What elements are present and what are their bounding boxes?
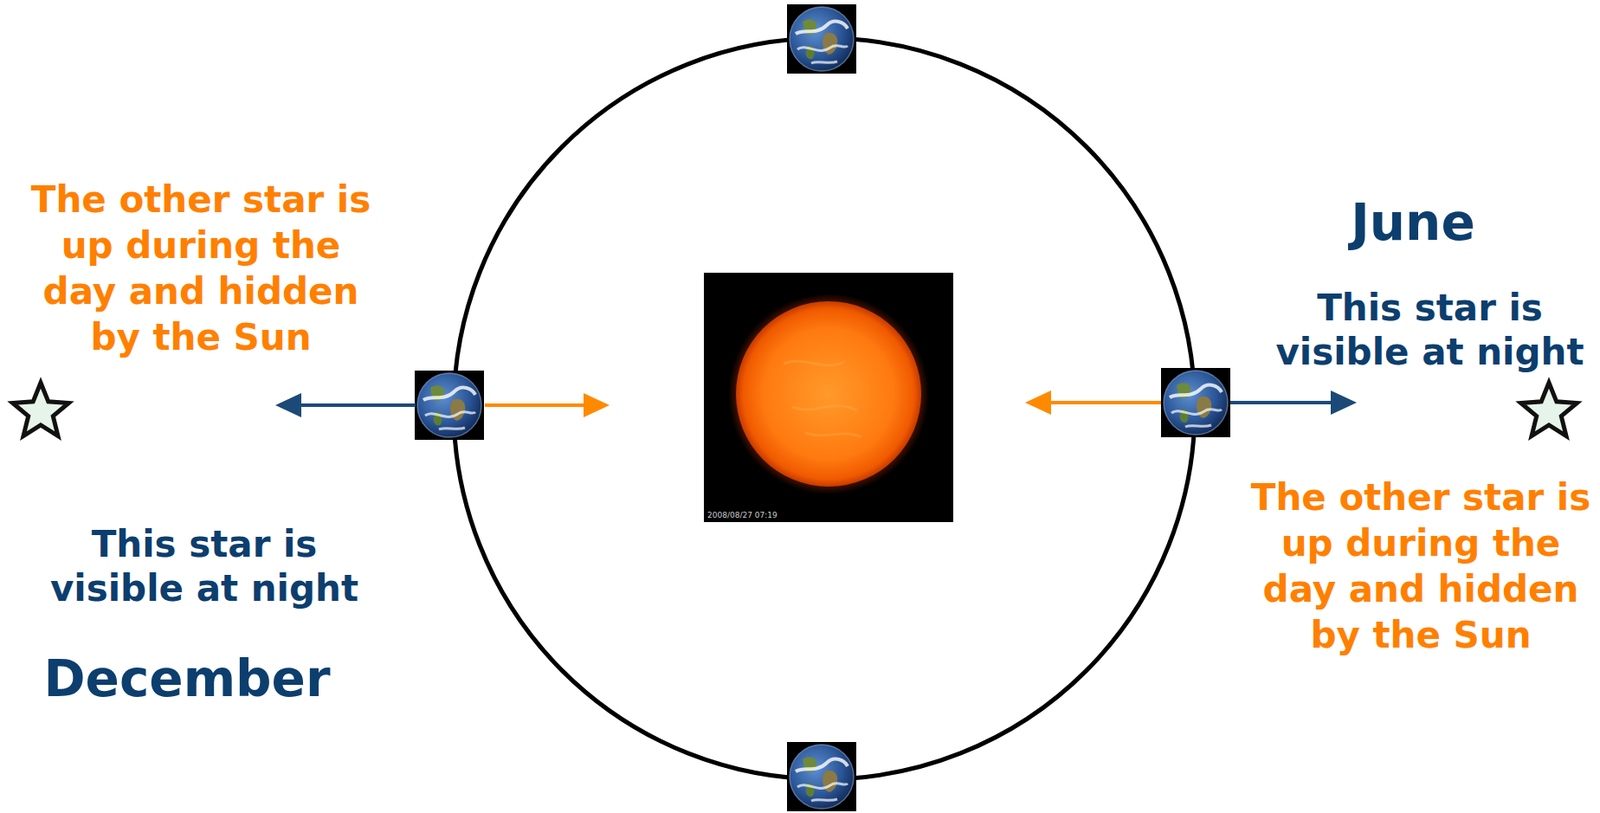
day-note: The other star is up during the day and … bbox=[1247, 474, 1594, 659]
earth-picture bbox=[1161, 367, 1231, 438]
star-symbol bbox=[1521, 382, 1578, 437]
earth-picture bbox=[414, 370, 484, 440]
earth-picture bbox=[787, 4, 857, 74]
day-arrow bbox=[484, 393, 610, 418]
sun-picture bbox=[703, 272, 954, 523]
day-arrow bbox=[1025, 390, 1162, 415]
star-symbol bbox=[12, 382, 70, 437]
month-heading: December bbox=[13, 648, 361, 710]
day-note: The other star is up during the day and … bbox=[27, 176, 375, 361]
night-arrow bbox=[275, 393, 416, 418]
night-arrow bbox=[1230, 390, 1357, 415]
night-note: This star is visible at night bbox=[31, 522, 378, 611]
night-note: This star is visible at night bbox=[1263, 285, 1597, 375]
earth-picture bbox=[787, 741, 857, 812]
image-timestamp: 2008/08/27 07:19 bbox=[707, 510, 778, 521]
month-heading: June bbox=[1326, 192, 1500, 253]
orbit-circle bbox=[453, 38, 1195, 780]
